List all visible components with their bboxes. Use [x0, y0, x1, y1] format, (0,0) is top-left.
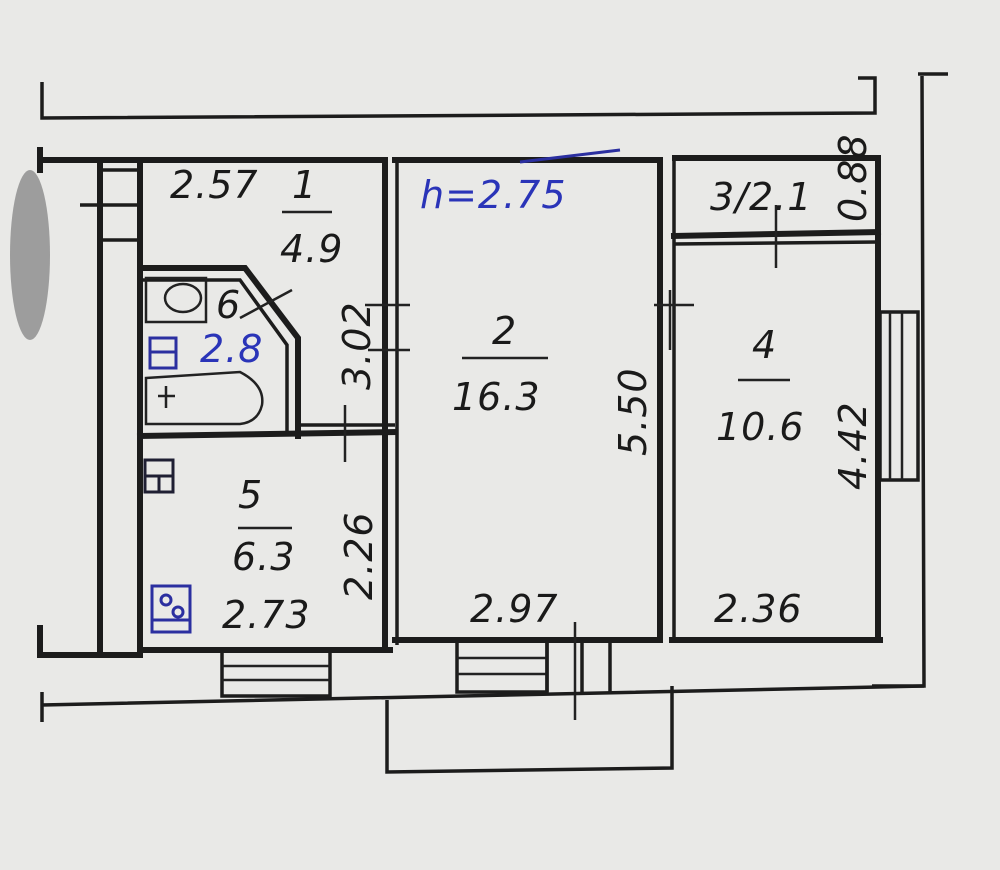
room6-area: 2.8 — [200, 327, 263, 371]
room5-area: 6.3 — [232, 535, 295, 579]
ceiling-height-underline — [519, 148, 621, 164]
room4-number: 4 — [752, 323, 777, 367]
room1-number: 1 — [292, 163, 317, 207]
room5-depth-label: 2.26 — [337, 511, 381, 600]
ceiling-height-label: h=2.75 — [420, 173, 567, 217]
room1-area: 4.9 — [280, 227, 343, 271]
window-room4 — [878, 310, 920, 482]
balcony-outline — [385, 686, 674, 774]
window-room5 — [220, 648, 332, 698]
outer-wall-top — [37, 155, 881, 163]
bottom-dimension-line — [40, 684, 925, 722]
bathtub-icon — [144, 370, 264, 426]
bathroom-door-mark — [239, 288, 293, 320]
room3-label: 3/2.1 — [710, 175, 812, 219]
room6-number: 6 — [216, 283, 241, 327]
window-room2 — [455, 638, 549, 694]
room4-width-label: 2.36 — [714, 587, 803, 631]
room5-number: 5 — [238, 473, 263, 517]
toilet-icon — [144, 276, 208, 324]
room2-area: 16.3 — [452, 375, 541, 419]
room4-area: 10.6 — [716, 405, 805, 449]
door-tick-room4 — [654, 290, 694, 350]
left-margin-smudge — [10, 170, 50, 340]
bathroom-wall — [137, 265, 301, 439]
room2-depth-label: 5.50 — [611, 367, 655, 456]
kitchen-sink-icon — [143, 458, 175, 494]
door-tick-room2 — [365, 303, 410, 352]
entrance-stair — [80, 168, 140, 242]
stove-icon — [150, 584, 192, 634]
outer-wall-left — [37, 147, 143, 658]
room1-depth-label: 3.02 — [335, 301, 379, 390]
right-outer-frame — [872, 72, 948, 688]
corridor-width-label: 2.57 — [170, 163, 259, 207]
room2-width-label: 2.97 — [470, 587, 559, 631]
room5-width-label: 2.73 — [222, 593, 311, 637]
wall-room1-room5 — [136, 428, 399, 440]
top-dimension-line — [40, 76, 877, 120]
balcony-depth-label: 0.88 — [831, 133, 875, 222]
bathroom-wall-inner — [140, 278, 289, 436]
sink-icon — [148, 336, 178, 370]
room4-depth-label: 4.42 — [831, 401, 875, 490]
room2-number: 2 — [492, 309, 517, 353]
balcony-door — [545, 622, 612, 720]
